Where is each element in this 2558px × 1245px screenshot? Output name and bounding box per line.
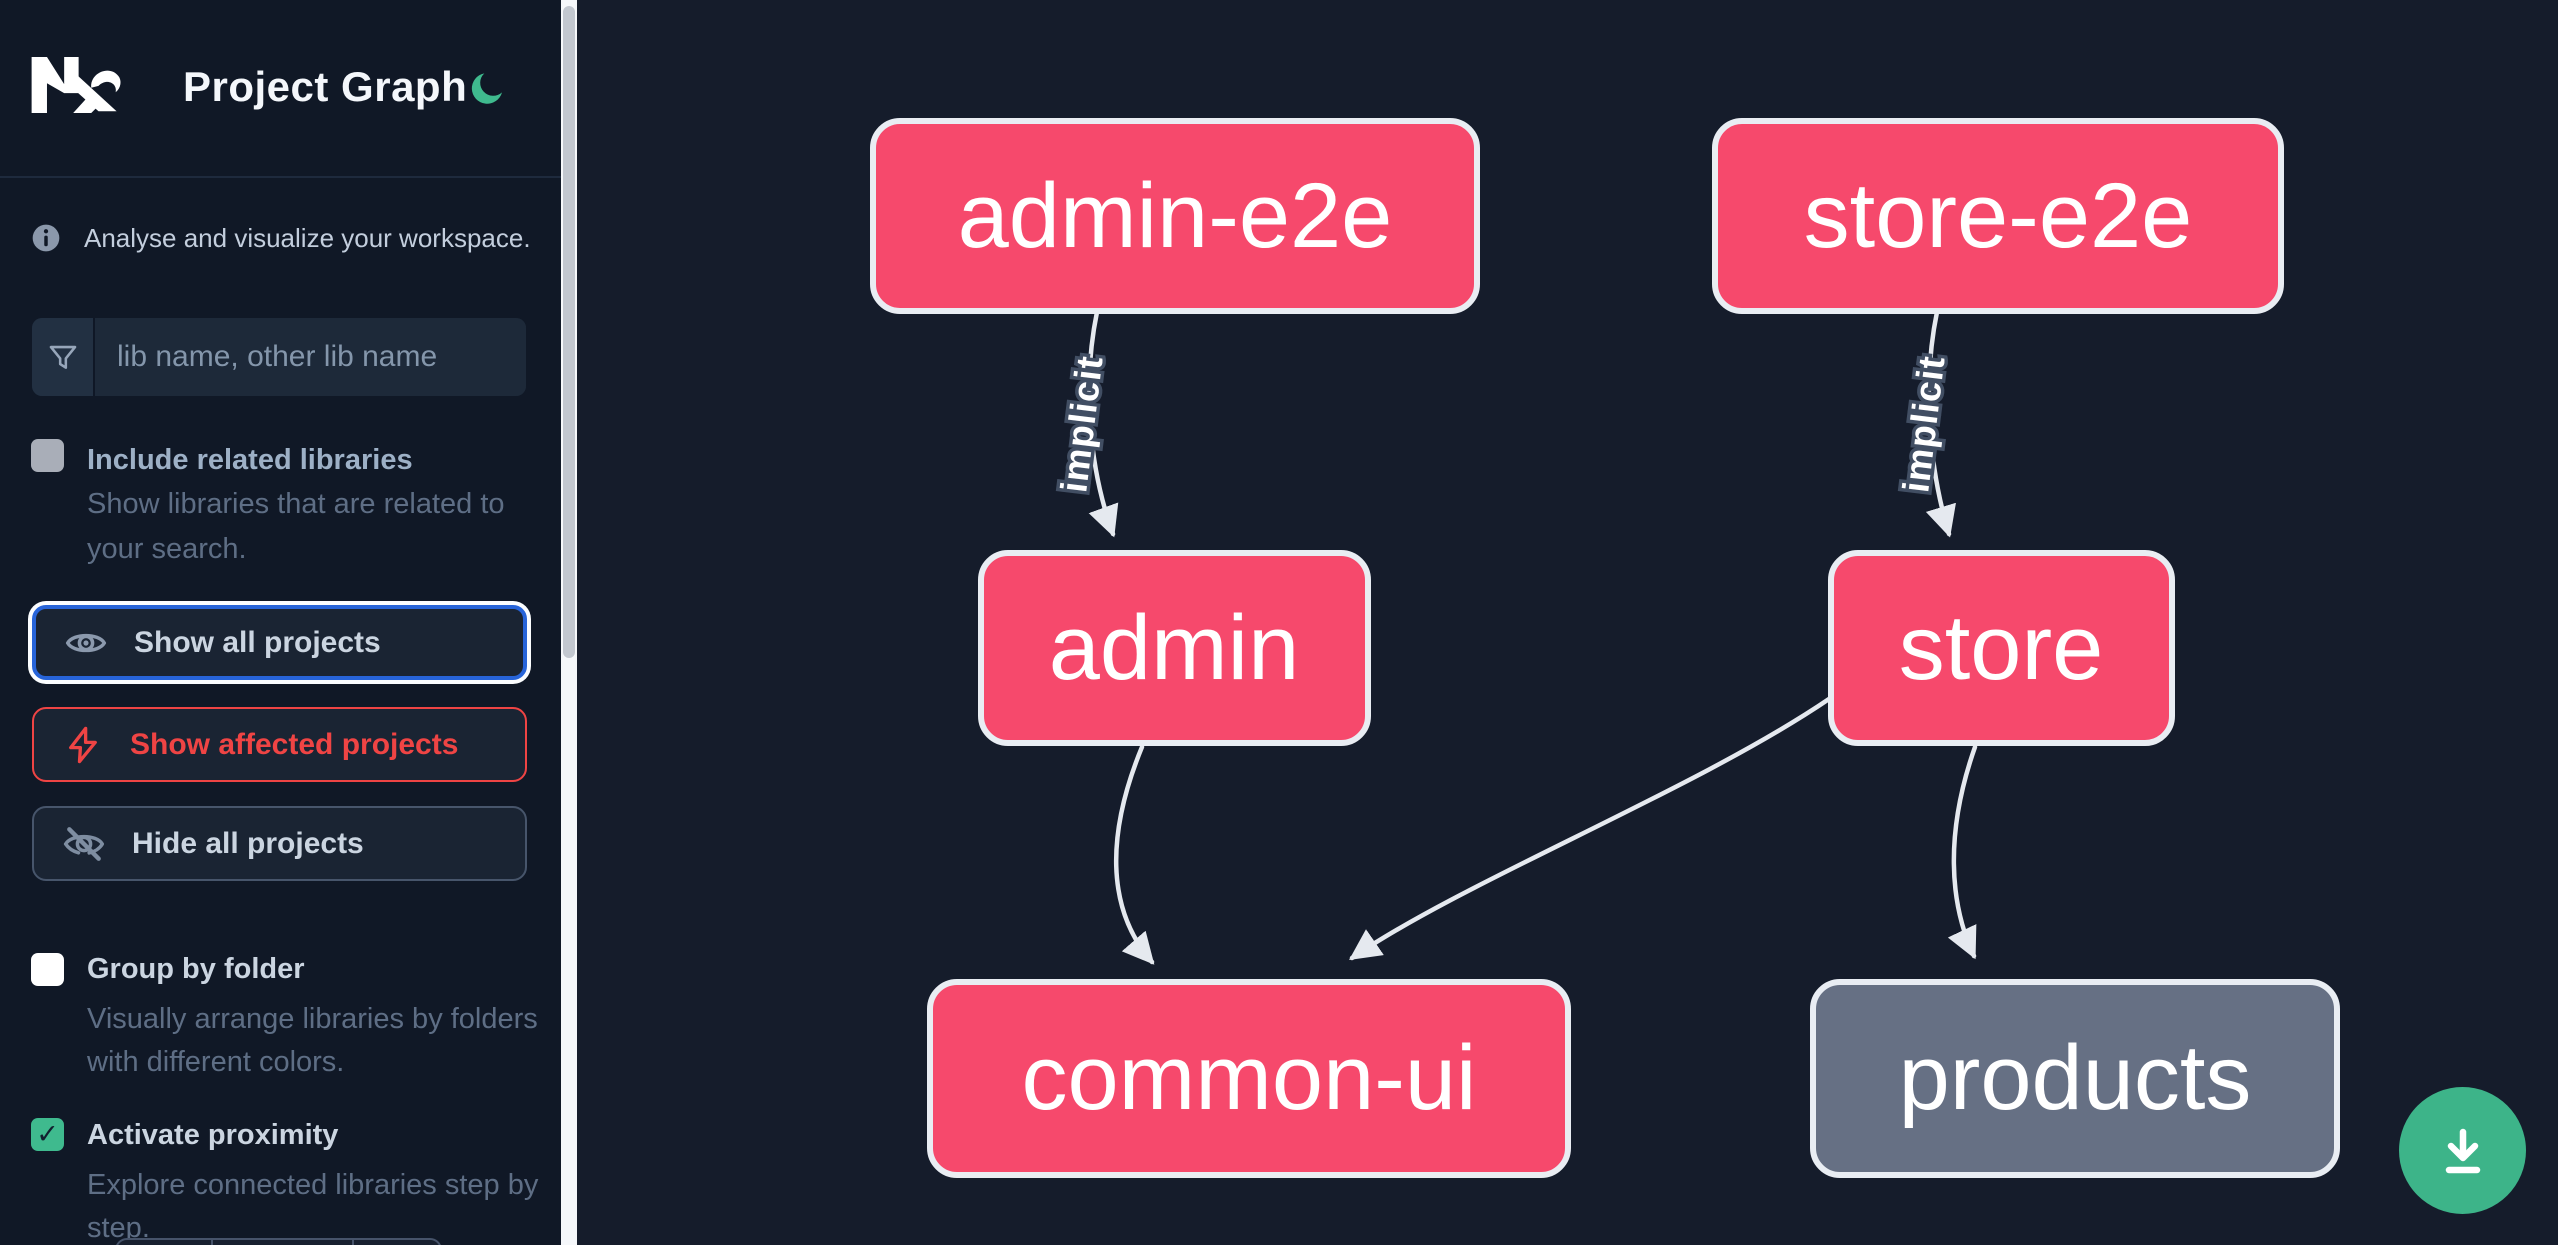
group-by-folder-description: Visually arrange libraries by folders wi…	[87, 1003, 538, 1078]
group-by-folder-label: Group by folder	[87, 953, 305, 985]
edge-admin-common-ui	[1114, 744, 1155, 965]
svg-text:admin-e2e: admin-e2e	[958, 165, 1393, 267]
bolt-icon	[69, 726, 97, 763]
node-store[interactable]: store	[1828, 550, 2175, 746]
search-box	[32, 318, 526, 396]
sidebar-scrollbar-track	[561, 0, 577, 1245]
page-title: Project Graph	[183, 63, 468, 110]
eye-icon	[65, 633, 107, 652]
sidebar-scrollbar-thumb[interactable]	[563, 6, 575, 658]
hide-all-projects-button[interactable]: Hide all projects	[32, 806, 527, 881]
info-icon	[32, 224, 60, 252]
node-admin[interactable]: admin	[978, 550, 1371, 746]
proximity-depth-control[interactable]	[115, 1238, 442, 1245]
show-affected-projects-button[interactable]: Show affected projects	[32, 707, 527, 782]
node-store-e2e[interactable]: store-e2e	[1712, 118, 2284, 314]
include-related-checkbox[interactable]	[31, 439, 64, 472]
show-all-projects-button[interactable]: Show all projects	[32, 605, 527, 680]
group-by-folder-checkbox[interactable]	[31, 953, 64, 986]
show-all-projects-label: Show all projects	[134, 625, 381, 659]
depth-control-divider	[352, 1240, 354, 1245]
node-common-ui[interactable]: common-ui	[927, 979, 1571, 1178]
workspace-info: Analyse and visualize your workspace.	[30, 222, 531, 254]
show-affected-projects-label: Show affected projects	[130, 727, 459, 761]
project-graph-canvas[interactable]: implicit implicit admin-e2e store-e2e ad…	[577, 0, 2558, 1245]
download-image-button[interactable]	[2399, 1087, 2526, 1214]
include-related-description: Show libraries that are related to your …	[87, 488, 505, 565]
edge-admin-e2e-admin	[1086, 309, 1119, 538]
svg-text:products: products	[1899, 1027, 2252, 1129]
workspace-info-text: Analyse and visualize your workspace.	[84, 222, 531, 253]
svg-text:store: store	[1899, 597, 2104, 699]
nx-logo-icon	[31, 56, 121, 114]
hide-all-projects-label: Hide all projects	[132, 826, 364, 860]
eye-off-icon	[63, 826, 105, 861]
node-products[interactable]: products	[1810, 979, 2340, 1178]
dependency-graph: implicit implicit admin-e2e store-e2e ad…	[870, 118, 2340, 1178]
activate-proximity-label: Activate proximity	[87, 1119, 339, 1151]
edge-store-products	[1947, 744, 1978, 960]
download-icon	[2445, 1128, 2480, 1173]
activate-proximity-description: Explore connected libraries step by step…	[87, 1169, 539, 1244]
dark-mode-toggle[interactable]	[468, 68, 508, 108]
node-admin-e2e[interactable]: admin-e2e	[870, 118, 1480, 314]
svg-text:admin: admin	[1049, 597, 1300, 699]
edge-label-implicit: implicit	[1053, 353, 1110, 495]
edge-label-implicit: implicit	[1895, 353, 1952, 495]
include-related-label: Include related libraries	[87, 444, 413, 476]
search-input[interactable]	[95, 318, 526, 396]
edge-store-e2e-store	[1925, 309, 1956, 538]
svg-text:common-ui: common-ui	[1021, 1027, 1476, 1129]
depth-control-divider	[211, 1240, 213, 1245]
sidebar: Project Graph Analyse and visualize your…	[0, 0, 561, 1245]
activate-proximity-checkbox[interactable]: ✓	[31, 1118, 64, 1151]
moon-icon	[471, 73, 502, 104]
filter-icon	[49, 345, 76, 369]
sidebar-header: Project Graph	[0, 0, 561, 178]
svg-text:store-e2e: store-e2e	[1804, 165, 2193, 267]
filter-icon-cell	[32, 318, 95, 396]
edge-store-common-ui	[1349, 696, 1832, 961]
